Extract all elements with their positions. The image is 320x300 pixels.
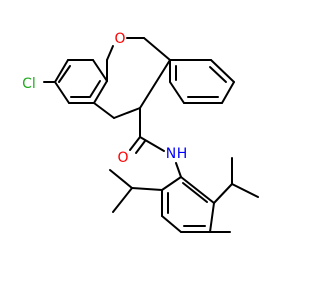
bond bbox=[113, 107, 141, 119]
bond bbox=[231, 183, 259, 198]
double-bond-inner bbox=[58, 65, 71, 83]
isopropyl-group-left bbox=[109, 169, 163, 213]
bond bbox=[213, 183, 233, 204]
c-o-double-bond-b bbox=[135, 140, 146, 154]
bond bbox=[106, 45, 114, 61]
bond bbox=[54, 81, 70, 104]
bond bbox=[139, 59, 171, 109]
bond bbox=[54, 59, 69, 83]
bond bbox=[169, 81, 185, 104]
bond bbox=[210, 59, 235, 83]
bond bbox=[221, 81, 235, 104]
amide-nitrogen-label: N bbox=[166, 146, 176, 162]
bond bbox=[161, 176, 182, 191]
amide-hydrogen-label: H bbox=[177, 146, 188, 162]
diisopropylphenyl-ring bbox=[161, 176, 215, 233]
bond bbox=[131, 187, 163, 191]
carbonyl-oxygen-label: O bbox=[117, 150, 128, 166]
bond bbox=[109, 169, 133, 189]
double-bond-inner bbox=[182, 182, 208, 203]
ring-oxygen-label: O bbox=[114, 31, 125, 47]
bond bbox=[93, 102, 115, 119]
benzo-ring bbox=[169, 59, 235, 104]
bond bbox=[92, 59, 108, 82]
c-o-double-bond-a bbox=[129, 136, 141, 151]
double-bond-inner bbox=[209, 66, 227, 83]
bond bbox=[161, 215, 182, 233]
isopropyl-group-right bbox=[213, 157, 259, 204]
bond bbox=[93, 80, 108, 104]
bond bbox=[180, 176, 215, 204]
chlorine-atom-label: Cl bbox=[22, 76, 36, 92]
c-n-bond bbox=[139, 136, 165, 152]
bond bbox=[143, 37, 171, 61]
chlorobenzene-ring bbox=[54, 59, 108, 104]
oxepine-ring bbox=[93, 37, 171, 119]
bond bbox=[209, 202, 215, 233]
double-bond-inner bbox=[89, 80, 101, 98]
bond bbox=[112, 187, 133, 213]
molecule-structure-diagram: Cl O O N H bbox=[22, 31, 259, 233]
n-aryl-bond bbox=[175, 162, 182, 178]
